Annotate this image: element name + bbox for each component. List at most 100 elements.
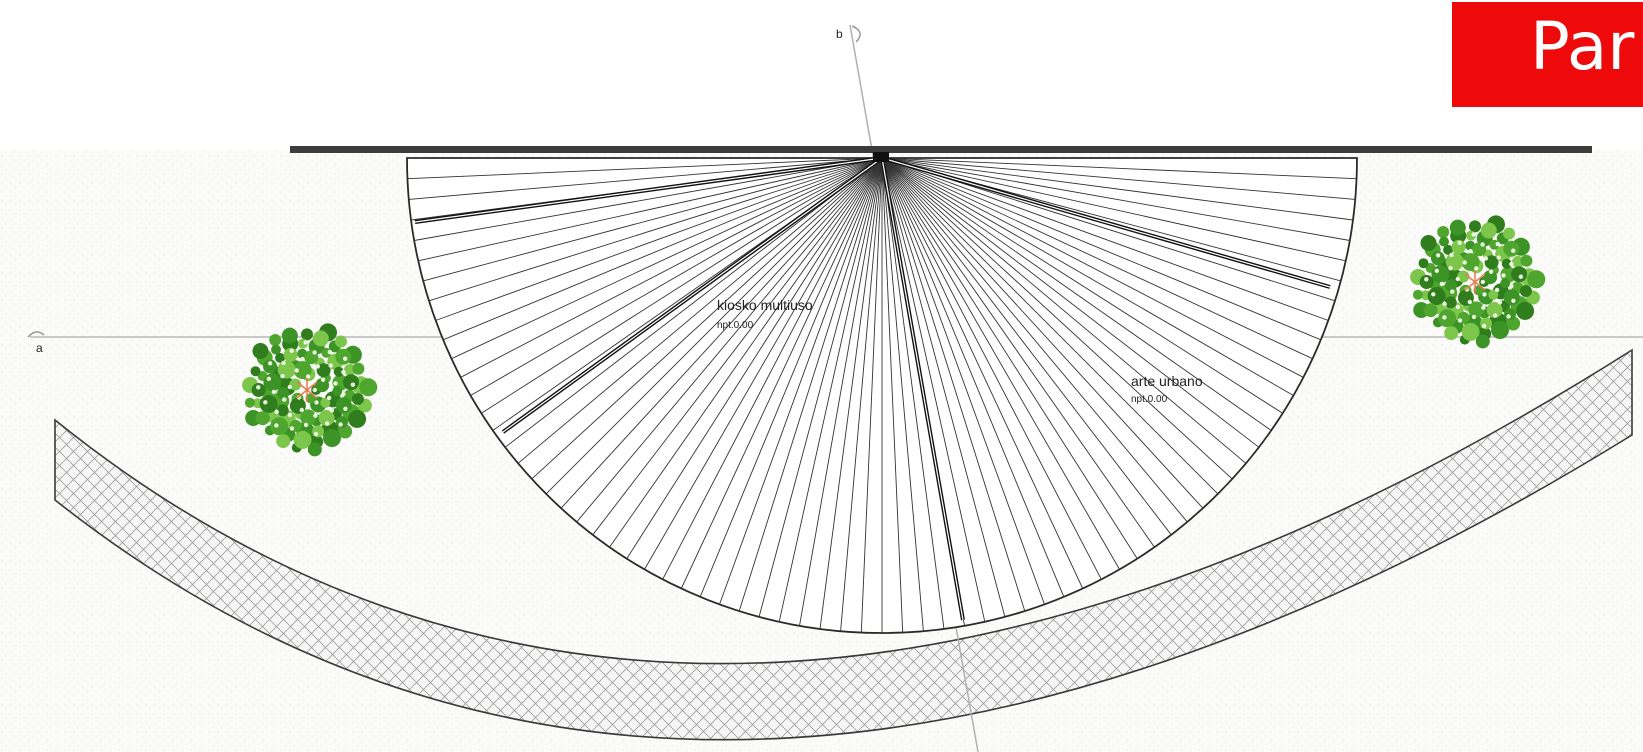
ray-line [881, 157, 1172, 536]
leaf [269, 334, 282, 346]
leaf-highlight [281, 360, 286, 366]
boundary-wall [290, 146, 1592, 153]
leaf [1491, 321, 1509, 339]
leaf [1516, 301, 1535, 320]
ray-line [451, 157, 883, 360]
leaf-highlight [287, 412, 293, 418]
leaf [1480, 222, 1497, 239]
leaf [312, 425, 325, 438]
leaf-highlight [1450, 289, 1455, 294]
leaf [1412, 289, 1423, 300]
leaf [1419, 275, 1434, 289]
leaf-highlight [289, 426, 295, 431]
ray-line [881, 157, 1272, 431]
leaf-highlight [1442, 301, 1447, 307]
ray-line [881, 157, 1356, 200]
leaf-highlight [1496, 255, 1501, 260]
leaf-highlight [1518, 274, 1524, 279]
leaf [1520, 254, 1533, 267]
leaf [1438, 309, 1457, 328]
leaf [259, 395, 278, 413]
leaf-highlight [271, 389, 277, 395]
leaf [300, 409, 317, 426]
leaf [1423, 303, 1438, 318]
leaf [301, 328, 313, 341]
leaf [1439, 236, 1449, 247]
leaf [1444, 296, 1457, 309]
ray-line [418, 157, 883, 262]
leaf-highlight [267, 361, 273, 366]
ray-line [881, 157, 1204, 509]
ray-line [881, 157, 1233, 480]
ray-line [881, 157, 1120, 570]
leaf-highlight [274, 409, 279, 415]
leaf [1418, 258, 1429, 269]
section-marker-icon [27, 331, 45, 338]
beam [414, 157, 883, 223]
leaf-highlight [1448, 266, 1453, 271]
leaf-highlight [325, 421, 330, 426]
leaf-highlight [287, 384, 292, 390]
leaf-highlight [327, 349, 332, 355]
ray-line [407, 157, 883, 180]
leaf-highlight [1511, 298, 1516, 303]
leaf [1473, 285, 1484, 296]
ray-line [470, 157, 883, 396]
beam [502, 157, 883, 433]
leaf-highlight [1471, 232, 1476, 237]
ray-line [881, 157, 924, 632]
ray-line [840, 157, 883, 632]
ray-line [644, 157, 883, 570]
leaf-highlight [1474, 266, 1479, 271]
leaf-highlight [1424, 277, 1429, 282]
ray-line [504, 157, 883, 448]
leaf [1427, 287, 1446, 305]
ray-line [626, 157, 883, 559]
leaf [255, 411, 270, 426]
leaf [1445, 252, 1464, 271]
leaf [263, 373, 282, 392]
ray-line [881, 157, 1026, 612]
leaf-highlight [263, 400, 268, 405]
leaf [281, 327, 298, 344]
leaf [312, 330, 329, 347]
kiosk-label: kiosko multiuso [717, 297, 813, 313]
ray-line [408, 157, 883, 200]
leaf-highlight [314, 400, 319, 405]
ray-line [881, 157, 1219, 495]
leaf [305, 393, 316, 404]
leaf-highlight [1480, 242, 1485, 247]
leaf [277, 387, 289, 400]
leaf [252, 343, 269, 359]
ray-line [881, 157, 1321, 341]
leaf-highlight [341, 369, 346, 375]
ray-line [881, 157, 1188, 523]
leaf-highlight [350, 382, 356, 387]
leaf-highlight [299, 407, 304, 413]
leaf [343, 374, 360, 391]
ray-line [609, 157, 883, 548]
leaf [1503, 227, 1515, 240]
leaf-highlight [333, 381, 338, 386]
ray-line [881, 157, 1346, 262]
title-banner: Par [1452, 2, 1643, 107]
leaf [1431, 265, 1450, 284]
leaf [276, 404, 289, 417]
ray-line [738, 157, 883, 612]
ray-line [881, 157, 1102, 580]
leaf-highlight [313, 431, 319, 437]
ray-line [799, 157, 883, 626]
ray-line [481, 157, 883, 414]
leaf-highlight [256, 385, 261, 390]
beam [881, 157, 1331, 288]
leaf [351, 393, 364, 405]
leaf [271, 344, 281, 355]
tree-icon [1410, 215, 1546, 349]
ray-line [819, 157, 883, 629]
leaf-highlight [312, 387, 317, 393]
leaf [316, 363, 331, 378]
leaf-highlight [315, 364, 320, 369]
ray-line [881, 157, 1247, 464]
ray-line [881, 157, 1313, 360]
leaf [320, 397, 331, 408]
